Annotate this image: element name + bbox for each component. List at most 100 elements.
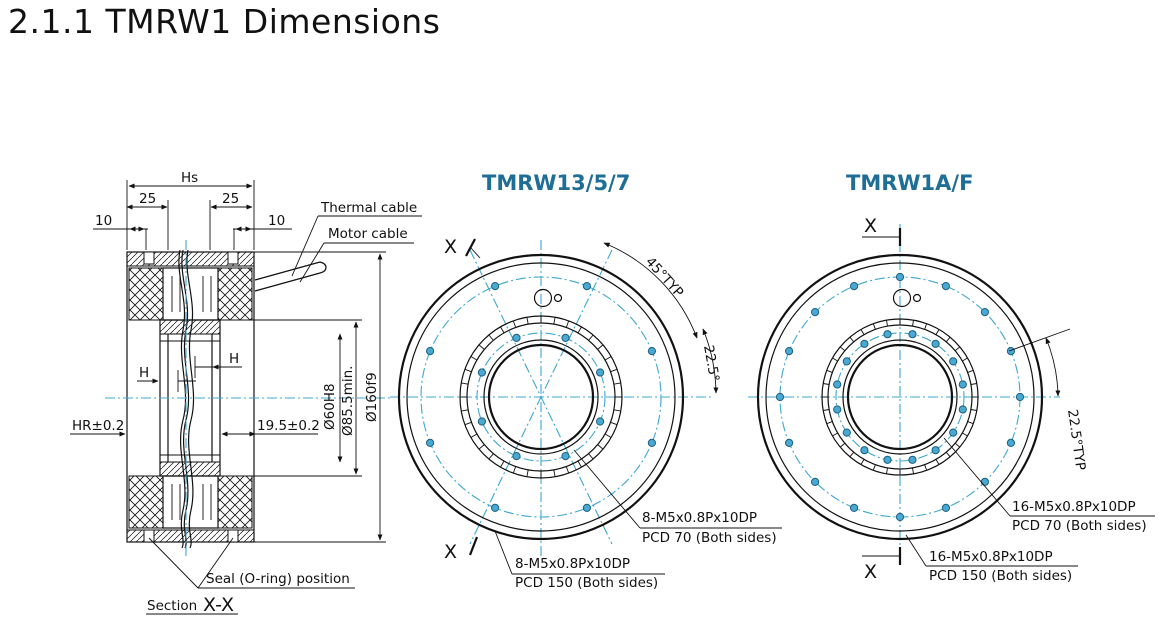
tmrw13-serration-tick [613,409,621,412]
tmrw13-serration-tick [577,460,582,468]
tmrw1a-serration-tick [826,369,833,373]
tmrw13-serration-tick [610,421,618,426]
tmrw13-serration-tick [553,469,556,477]
dim-25-left: 25 [139,191,156,207]
tmrw1a-serration-tick [860,329,865,335]
tmrw1a-x-bottom: X [864,561,877,583]
tmrw13-serration-tick [577,326,582,334]
tmrw1a-serration-tick [823,383,830,385]
dim-19-5-label: 19.5±0.2 [257,418,320,434]
tmrw13-serration-tick [464,368,472,373]
tmrw13-serration-tick [565,466,570,474]
tmrw1a-inner-bolt-hole [833,380,842,389]
tmrw1a-outer-pcd: PCD 150 (Both sides) [929,568,1072,584]
tmrw1a-outer-spec: 16-M5x0.8Px10DP [929,549,1053,565]
tmrw13-angle-22: 22.5° [700,344,722,383]
tmrw1a-inner-bolt-hole [860,446,869,455]
tmrw13-cable-port [533,288,553,308]
tmrw13-inner-bolt-hole [596,417,605,426]
tmrw13-serration-tick [610,368,618,373]
tmrw1a-serration-tick [962,432,968,437]
tmrw13-outer-bolt-hole [582,282,592,291]
tmrw13-serration-tick [500,460,505,468]
tmrw13-x-top: X [444,236,457,258]
tmrw13-inner-bolt-hole [512,333,521,342]
tmrw1a-serration-tick [924,323,928,330]
tmrw1a-inner-pcd: PCD 70 (Both sides) [1012,518,1147,534]
tmrw13-outer-circle [397,253,685,541]
tmrw13-serration-tick [512,466,517,474]
tmrw13-serration-tick [604,433,612,438]
tmrw1a-inner-bolt-hole [833,405,842,414]
tmrw1a-serration-tick [872,323,876,330]
tmrw13-inner-bolt-hole [477,368,486,377]
tmrw1a-serration-tick [826,421,833,425]
tmrw13-serration-tick [478,444,485,450]
h-right-label: H [229,351,239,367]
tmrw1a-outer-bolt-hole [850,503,859,512]
tmrw1a-inner-spec: 16-M5x0.8Px10DP [1012,499,1136,515]
tmrw1a-outer-bolt-hole [895,272,905,282]
tmrw13-serration-tick [461,409,469,412]
tmrw1a-inner-bolt-hole [931,339,940,348]
tmrw13-angle-45: 45°TYP [642,254,686,301]
tmrw1a-serration-tick [912,467,914,474]
tmrw1a-serration-tick [945,451,951,458]
tmrw13-outer-spec: 8-M5x0.8Px10DP [515,556,630,572]
tmrw1a-serration-tick [954,346,961,352]
tmrw1a-outer-circle [756,253,1044,541]
tmrw13-serration-tick [526,469,529,477]
tmrw1a-inner-bolt-hole [908,455,917,464]
section-prefix: Section [147,598,197,614]
tmrw1a-serration-tick [935,329,940,335]
tmrw13-x-bottom: X [444,541,457,563]
tmrw1a-serration-tick [872,464,876,471]
tmrw13-serration-tick [464,421,472,426]
tmrw1a-outer-bolt-hole [811,477,820,486]
tmrw1a-inner-bolt-hole [842,428,851,437]
tmrw1a-serration-tick [954,442,961,448]
section-name: X-X [203,594,234,616]
tmrw13-outer-pcd: PCD 150 (Both sides) [515,575,658,591]
tmrw13-outer-bolt-hole [426,347,435,356]
tmrw1a-outer-bolt-hole [895,512,905,522]
tmrw1a-inner-bolt-hole [949,428,958,437]
tmrw1a-serration-tick [912,320,914,327]
tmrw1a-inner-bolt-hole [883,330,892,339]
tmrw1a-serration-tick [970,383,977,385]
tmrw13-title: TMRW13/5/7 [482,171,630,195]
tmrw13-serration-tick [613,382,621,385]
tmrw1a-outer-bolt-hole [785,347,794,356]
tmrw13-inner-bolt-hole [561,452,570,461]
dim-10-left: 10 [95,213,112,229]
tmrw1a-inner-bolt-hole [949,357,958,366]
tmrw1a-outer-bolt-hole [980,477,990,486]
motor-cable-label: Motor cable [328,226,408,242]
dim-25-right: 25 [222,191,239,207]
tmrw13-inner-pcd: PCD 70 (Both sides) [642,530,777,546]
tmrw1a-serration-tick [839,442,846,448]
tmrw13-serration-tick [597,444,604,450]
tmrw1a-outer-bolt-hole [1015,392,1025,402]
tmrw13-serration-tick [565,320,570,328]
tmrw13-serration-tick [588,334,594,341]
tmrw13-inner-bolt-hole [596,368,605,377]
tmrw1a-serration-tick [832,357,838,362]
tmrw13-serration-tick [604,356,612,361]
dim-10-right: 10 [268,213,285,229]
tmrw1a-serration-tick [886,467,888,474]
d85-label: Ø85.5min. [340,366,356,436]
tmrw13-serration-tick [470,356,478,361]
tmrw13-inner-spec: 8-M5x0.8Px10DP [642,510,757,526]
tmrw1a-serration-tick [924,464,928,471]
tmrw13-serration-tick [512,320,517,328]
tmrw1a-view: TMRW1A/F X X 22.5°TYP 16-M5x0.8Px10DP PC… [748,171,1155,584]
tmrw1a-inner-bolt-hole [931,446,940,455]
tmrw13-serration-tick [500,326,505,334]
tmrw13-inner-bolt-hole [477,417,486,426]
tmrw1a-inner-bolt-hole [842,357,851,366]
tmrw1a-serration-tick [849,336,855,343]
tmrw1a-inner-bolt-hole [860,339,869,348]
tmrw1a-outer-bolt-hole [811,308,820,317]
